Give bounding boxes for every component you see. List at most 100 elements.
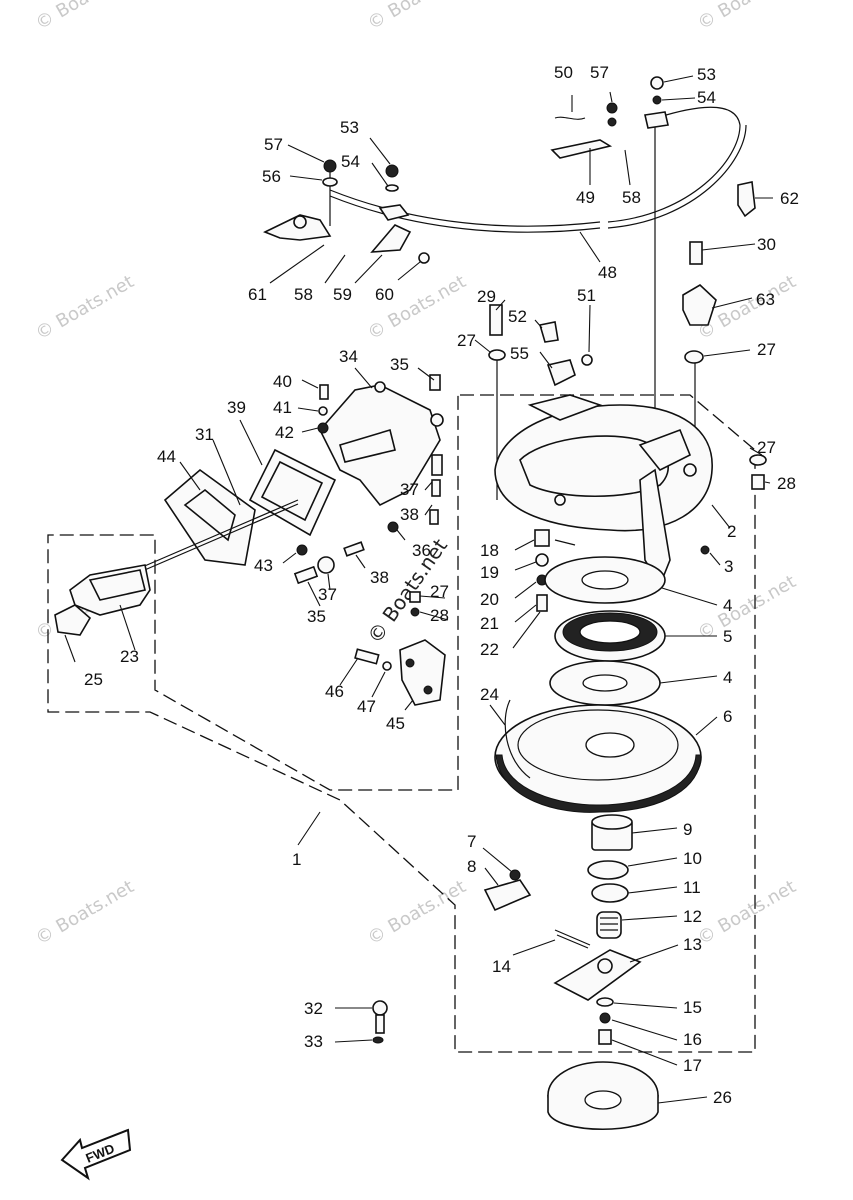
bolt-35 xyxy=(293,565,319,585)
bolt-38 xyxy=(429,509,439,525)
pulley-stack xyxy=(494,556,702,813)
throttle-cable-48 xyxy=(329,106,747,500)
callout-33: 33 xyxy=(304,1032,323,1051)
collar-37 xyxy=(317,556,335,574)
callout-57: 57 xyxy=(590,63,609,82)
callout-55: 55 xyxy=(510,344,529,363)
spring-19 xyxy=(535,553,549,567)
callout-63: 63 xyxy=(756,290,775,309)
callout-38: 38 xyxy=(370,568,389,587)
nut-42 xyxy=(317,422,329,434)
callout-53: 53 xyxy=(340,118,359,137)
ratchet-parts xyxy=(483,814,642,1045)
callout-18: 18 xyxy=(480,541,499,560)
bracket-34 xyxy=(317,374,444,533)
spring-12 xyxy=(596,911,622,939)
callout-45: 45 xyxy=(386,714,405,733)
callout-26: 26 xyxy=(713,1088,732,1107)
watermark: © Boats.net xyxy=(694,571,800,644)
callout-59: 59 xyxy=(333,285,352,304)
leader-lines xyxy=(64,75,773,1104)
pawl-parts xyxy=(534,529,576,612)
rope-24 xyxy=(504,699,531,779)
callout-5: 5 xyxy=(723,627,732,646)
callout-35: 35 xyxy=(390,355,409,374)
callout-60: 60 xyxy=(375,285,394,304)
collar-27 xyxy=(488,349,506,361)
callout-4: 4 xyxy=(723,596,732,615)
nut-43 xyxy=(296,544,308,556)
bushing-18 xyxy=(534,529,550,547)
callout-27: 27 xyxy=(457,331,476,350)
callout-31: 31 xyxy=(195,425,214,444)
watermark: © Boats.net xyxy=(694,876,800,949)
screw-52 xyxy=(538,321,559,343)
callout-2: 2 xyxy=(727,522,736,541)
callout-38: 38 xyxy=(400,505,419,524)
starter-handle-23 xyxy=(54,564,151,636)
washer-47 xyxy=(382,661,392,671)
callout-1: 1 xyxy=(292,850,301,869)
callout-16: 16 xyxy=(683,1030,702,1049)
callout-28: 28 xyxy=(430,606,449,625)
assembly-outline xyxy=(47,394,756,1053)
clip-62 xyxy=(737,181,756,218)
pawl-8 xyxy=(483,879,532,912)
bolt-29 xyxy=(489,304,503,336)
callout-23: 23 xyxy=(120,647,139,666)
callout-37: 37 xyxy=(400,480,419,499)
callout-12: 12 xyxy=(683,907,702,926)
watermark: © Boats.net xyxy=(364,876,470,949)
watermark: © Boats.net xyxy=(32,0,138,34)
bolt-40 xyxy=(319,384,329,400)
callout-40: 40 xyxy=(273,372,292,391)
callout-58: 58 xyxy=(294,285,313,304)
pin-51 xyxy=(581,354,593,366)
callout-50: 50 xyxy=(554,63,573,82)
washer-56 xyxy=(322,177,338,187)
linkage-parts xyxy=(488,304,593,387)
watermark: © Boats.net xyxy=(364,0,470,34)
callout-14: 14 xyxy=(492,957,511,976)
callout-62: 62 xyxy=(780,189,799,208)
drum-cover-26 xyxy=(372,1000,659,1131)
collar-27 xyxy=(684,350,704,364)
washer-15 xyxy=(596,997,614,1007)
callout-47: 47 xyxy=(357,697,376,716)
callout-6: 6 xyxy=(723,707,732,726)
callout-24: 24 xyxy=(480,685,499,704)
callout-53: 53 xyxy=(697,65,716,84)
nut-3 xyxy=(700,545,710,555)
watermark: © Boats.net xyxy=(32,876,138,949)
plate-13 xyxy=(553,949,642,1001)
bolt-28 xyxy=(410,607,420,617)
watermark: © Boats.net xyxy=(32,271,138,344)
callout-11: 11 xyxy=(683,878,701,897)
callout-28: 28 xyxy=(777,474,796,493)
bolt-53 xyxy=(385,164,399,178)
bolt-17 xyxy=(598,1029,612,1045)
callout-10: 10 xyxy=(683,849,702,868)
bolt-30 xyxy=(689,241,703,265)
bolt-32 xyxy=(372,1000,388,1016)
callout-27: 27 xyxy=(757,340,776,359)
callout-27: 27 xyxy=(757,438,776,457)
lower-left-hardware xyxy=(293,509,446,706)
callout-41: 41 xyxy=(273,398,292,417)
anchor-25 xyxy=(54,604,92,636)
bracket-45 xyxy=(399,639,446,706)
callout-48: 48 xyxy=(598,263,617,282)
nut-57 xyxy=(323,159,337,173)
washer-10 xyxy=(587,860,629,880)
ring-11 xyxy=(591,883,629,903)
callout-15: 15 xyxy=(683,998,702,1017)
callout-29: 29 xyxy=(477,287,496,306)
collar-27 xyxy=(409,591,421,603)
callout-39: 39 xyxy=(227,398,246,417)
callout-17: 17 xyxy=(683,1056,702,1075)
washer-16 xyxy=(599,1012,611,1024)
plate-63 xyxy=(682,284,717,326)
rope-31 xyxy=(139,499,299,569)
spring-14 xyxy=(554,929,591,949)
washer-41 xyxy=(318,406,328,416)
